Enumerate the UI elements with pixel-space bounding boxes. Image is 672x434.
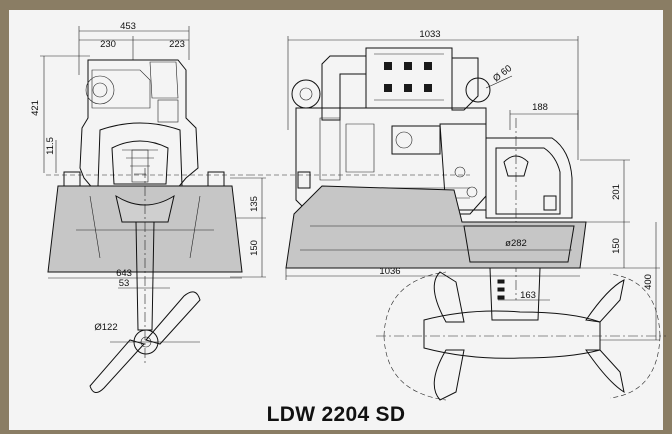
dim-side-base-height: 150 <box>611 238 622 254</box>
dim-front-bottom-width: 643 <box>116 268 132 279</box>
front-view: 453 230 223 421 11.5 <box>30 21 266 393</box>
dim-side-exhaust-diameter: Ø 60 <box>491 63 514 84</box>
dim-front-left-width: 230 <box>100 39 116 50</box>
dim-side-cutout-diameter: ø282 <box>505 238 527 249</box>
dim-front-height: 421 <box>30 100 41 116</box>
dim-prop-diameter: Ø122 <box>94 322 117 333</box>
dim-side-mount-width: 188 <box>532 102 548 113</box>
dim-side-base-length: 1036 <box>379 266 400 277</box>
valve-bolts <box>384 62 432 92</box>
dim-side-total-length: 1033 <box>419 29 440 40</box>
dim-side-prop-offset: 163 <box>520 290 536 301</box>
dim-front-right-width: 223 <box>169 39 185 50</box>
dim-front-offset: 53 <box>119 278 130 289</box>
model-title: LDW 2204 SD <box>266 403 406 426</box>
drain-marks <box>497 279 505 300</box>
dim-side-mount-height: 201 <box>611 184 622 200</box>
dim-front-mount-height: 135 <box>249 196 260 212</box>
side-view: 1033 Ø 60 <box>250 29 666 401</box>
dim-front-base-height: 150 <box>249 240 260 256</box>
dim-front-height-small: 11.5 <box>45 137 56 155</box>
dim-side-drive-height: 400 <box>643 274 654 290</box>
dim-front-total-width: 453 <box>120 21 136 32</box>
